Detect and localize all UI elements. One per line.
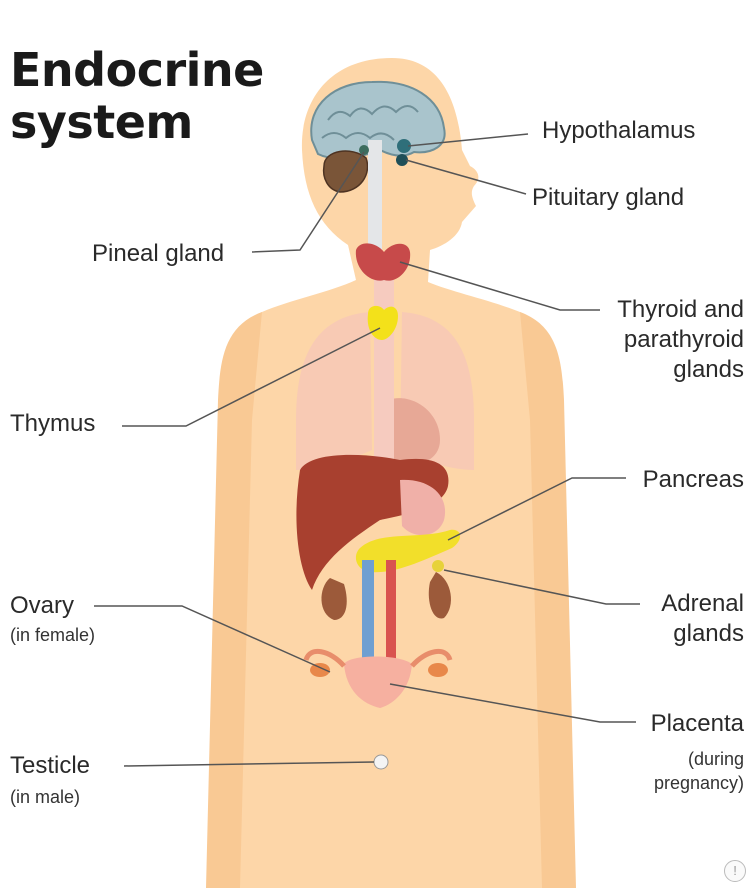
adrenal-right xyxy=(432,560,444,572)
label-adrenal-2: glands xyxy=(673,620,744,647)
left-arm xyxy=(206,312,262,888)
pituitary-gland-shape xyxy=(396,154,408,166)
title-line-1: Endocrine xyxy=(10,43,264,97)
uterus xyxy=(344,656,412,708)
line-hypothalamus xyxy=(407,133,529,147)
label-testicle-note: (in male) xyxy=(10,787,81,807)
aorta xyxy=(386,560,396,670)
testicle-shape xyxy=(373,754,389,770)
line-ovary xyxy=(94,605,331,673)
ovary-left xyxy=(310,663,330,677)
brain-stem xyxy=(368,140,382,260)
label-thyroid-2: parathyroid xyxy=(623,326,744,353)
right-arm xyxy=(520,312,576,888)
pineal-gland-shape xyxy=(359,145,369,155)
line-adrenal xyxy=(443,569,640,605)
fallopian-tubes xyxy=(303,649,453,668)
label-adrenal-1: Adrenal xyxy=(661,590,744,617)
line-placenta xyxy=(389,683,636,723)
label-pituitary: Pituitary gland xyxy=(532,184,685,211)
label-placenta-note-2: pregnancy) xyxy=(653,773,744,793)
label-ovary-note: (in female) xyxy=(10,625,96,645)
label-placenta: Placenta xyxy=(650,710,744,737)
label-pancreas: Pancreas xyxy=(642,466,744,493)
title-line-2: system xyxy=(10,95,193,149)
heart xyxy=(388,398,440,466)
brain-folds xyxy=(321,105,419,141)
cerebellum xyxy=(322,150,369,193)
lung-left xyxy=(296,312,372,470)
label-thymus: Thymus xyxy=(10,410,96,437)
line-pineal xyxy=(251,151,365,253)
line-pancreas xyxy=(447,477,626,541)
stomach xyxy=(400,479,446,536)
kidney-right xyxy=(428,572,451,619)
label-thyroid-1: Thyroid and xyxy=(617,296,744,323)
label-hypothalamus: Hypothalamus xyxy=(542,117,696,144)
thymus-gland xyxy=(367,305,398,340)
warning-icon[interactable]: ! xyxy=(724,860,746,882)
hypothalamus-gland xyxy=(397,139,411,153)
pancreas-gland xyxy=(355,529,461,573)
line-thymus xyxy=(122,327,381,427)
line-testicle xyxy=(123,761,375,767)
kidney-left xyxy=(321,578,347,620)
label-thyroid-3: glands xyxy=(673,356,744,383)
leader-lines xyxy=(94,133,640,767)
thyroid-gland xyxy=(355,243,411,281)
label-ovary: Ovary xyxy=(10,592,75,619)
vena-cava xyxy=(362,560,374,670)
label-placenta-note-1: (during xyxy=(687,749,744,769)
diagram-title: Endocrine system xyxy=(10,44,264,148)
ovary-right xyxy=(428,663,448,677)
line-pituitary xyxy=(405,159,527,195)
label-testicle: Testicle xyxy=(10,752,91,779)
label-pineal: Pineal gland xyxy=(92,240,225,267)
line-thyroid xyxy=(399,261,600,311)
